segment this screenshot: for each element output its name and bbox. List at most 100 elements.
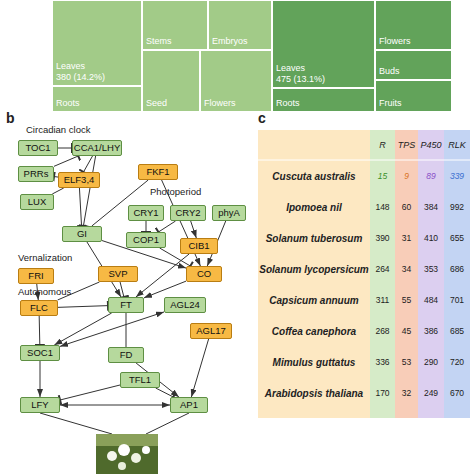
treemap-cell: Embryos bbox=[208, 0, 272, 50]
gene-box: AGL17 bbox=[190, 323, 232, 339]
node-text: SOC1 bbox=[27, 346, 53, 360]
gene-box: SVP bbox=[98, 266, 138, 282]
table-cell: 53 bbox=[402, 357, 411, 367]
gene-box: PRRs bbox=[18, 166, 54, 182]
node-text: Leaves bbox=[276, 63, 305, 74]
node-text: SVP bbox=[108, 267, 127, 281]
table-cell: 686 bbox=[450, 264, 464, 274]
treemap-cell: Roots bbox=[52, 86, 142, 112]
gene-box: FLC bbox=[20, 300, 58, 316]
table-cell: 9 bbox=[404, 171, 409, 181]
table-header: P450 bbox=[420, 140, 441, 150]
node-text: phyA bbox=[218, 206, 240, 220]
table-cell: 384 bbox=[424, 202, 438, 212]
activation-connector bbox=[40, 361, 41, 397]
table-cell: 311 bbox=[376, 295, 390, 305]
activation-connector bbox=[126, 313, 127, 347]
species-cell: Mimulus guttatus bbox=[273, 357, 356, 368]
species-cell: Solanum lycopersicum bbox=[259, 264, 368, 275]
gene-box: LFY bbox=[20, 397, 60, 413]
leader-line bbox=[146, 413, 189, 434]
node-text: Stems bbox=[146, 36, 172, 47]
node-text: Flowers bbox=[379, 36, 411, 47]
inhibition-connector bbox=[83, 156, 95, 226]
node-text: Buds bbox=[379, 66, 400, 77]
table-cell: 264 bbox=[375, 264, 389, 274]
node-text: Roots bbox=[56, 98, 80, 109]
node-text: TFL1 bbox=[129, 373, 151, 387]
table-cell: 484 bbox=[424, 295, 438, 305]
gene-box: CIB1 bbox=[180, 238, 218, 254]
table-cell: 55 bbox=[402, 295, 411, 305]
table-cell: 655 bbox=[450, 233, 464, 243]
activation-connector bbox=[52, 188, 63, 194]
treemap-cell: Leaves380 (14.2%) bbox=[52, 0, 142, 86]
node-text: AGL24 bbox=[170, 298, 200, 312]
node-text: FRI bbox=[28, 269, 43, 283]
node-text: AGL17 bbox=[196, 324, 226, 338]
gene-box: COP1 bbox=[126, 232, 166, 248]
gene-box: CO bbox=[186, 266, 222, 282]
table-cell: 701 bbox=[450, 295, 464, 305]
table-cell: 290 bbox=[424, 357, 438, 367]
inhibition-connector bbox=[54, 156, 78, 166]
photo-background bbox=[96, 434, 158, 446]
gene-box: LUX bbox=[20, 194, 54, 210]
table-cell: 336 bbox=[375, 357, 389, 367]
gene-box: AP1 bbox=[170, 397, 208, 413]
table-cell: 89 bbox=[426, 171, 435, 181]
inhibition-connector bbox=[79, 188, 81, 226]
activation-connector bbox=[144, 281, 186, 298]
table-column-band bbox=[444, 130, 470, 418]
table-header: RLK bbox=[448, 140, 466, 150]
flower-petal bbox=[118, 444, 130, 456]
species-cell: Solanum tuberosum bbox=[266, 233, 363, 244]
table-cell: 249 bbox=[424, 388, 438, 398]
node-text: CRY1 bbox=[133, 206, 158, 220]
gene-box: ELF3,4 bbox=[58, 172, 100, 188]
node-text: FLC bbox=[30, 301, 48, 315]
node-text: COP1 bbox=[133, 233, 159, 247]
treemap-cell: Buds bbox=[375, 50, 452, 80]
inhibition-connector bbox=[60, 385, 120, 400]
leader-line bbox=[40, 413, 112, 434]
gene-box: CRY1 bbox=[128, 205, 164, 221]
table-cell: 353 bbox=[424, 264, 438, 274]
inhibition-connector bbox=[146, 221, 147, 232]
table-cell: 15 bbox=[378, 171, 387, 181]
node-text: CCA1/LHY bbox=[74, 141, 120, 155]
table-column-band bbox=[395, 130, 418, 418]
inhibition-connector bbox=[156, 388, 174, 397]
table-column-band bbox=[418, 130, 444, 418]
node-text: LUX bbox=[28, 195, 46, 209]
activation-connector bbox=[54, 313, 111, 345]
gene-box: TOC1 bbox=[18, 140, 58, 156]
species-cell: Coffea canephora bbox=[272, 326, 356, 337]
panel-letter: c bbox=[258, 110, 266, 126]
activation-connector bbox=[191, 339, 208, 397]
table-cell: 685 bbox=[450, 326, 464, 336]
treemap-cell: Flowers bbox=[200, 50, 272, 112]
table-column-band bbox=[370, 130, 395, 418]
node-text: CO bbox=[197, 267, 211, 281]
pathway-label: Vernalization bbox=[18, 252, 72, 263]
activation-connector bbox=[136, 254, 189, 297]
gene-box: AGL24 bbox=[164, 297, 206, 313]
gene-box: TFL1 bbox=[120, 372, 160, 388]
table-cell: 720 bbox=[450, 357, 464, 367]
species-cell: Arabidopsis thaliana bbox=[265, 388, 363, 399]
gene-box: CCA1/LHY bbox=[72, 140, 122, 156]
table-header: R bbox=[379, 140, 386, 150]
photo-background bbox=[96, 434, 158, 474]
table-cell: 386 bbox=[424, 326, 438, 336]
node-text: GI bbox=[77, 227, 87, 241]
pathway-label: Autonomous bbox=[18, 286, 71, 297]
treemap-cell: Roots bbox=[272, 88, 375, 112]
inhibition-connector bbox=[84, 156, 93, 172]
gene-box: phyA bbox=[212, 205, 246, 221]
activation-connector bbox=[60, 405, 170, 406]
gene-box: SOC1 bbox=[20, 345, 60, 361]
node-text: Roots bbox=[276, 98, 300, 109]
node-text: FD bbox=[120, 348, 133, 362]
